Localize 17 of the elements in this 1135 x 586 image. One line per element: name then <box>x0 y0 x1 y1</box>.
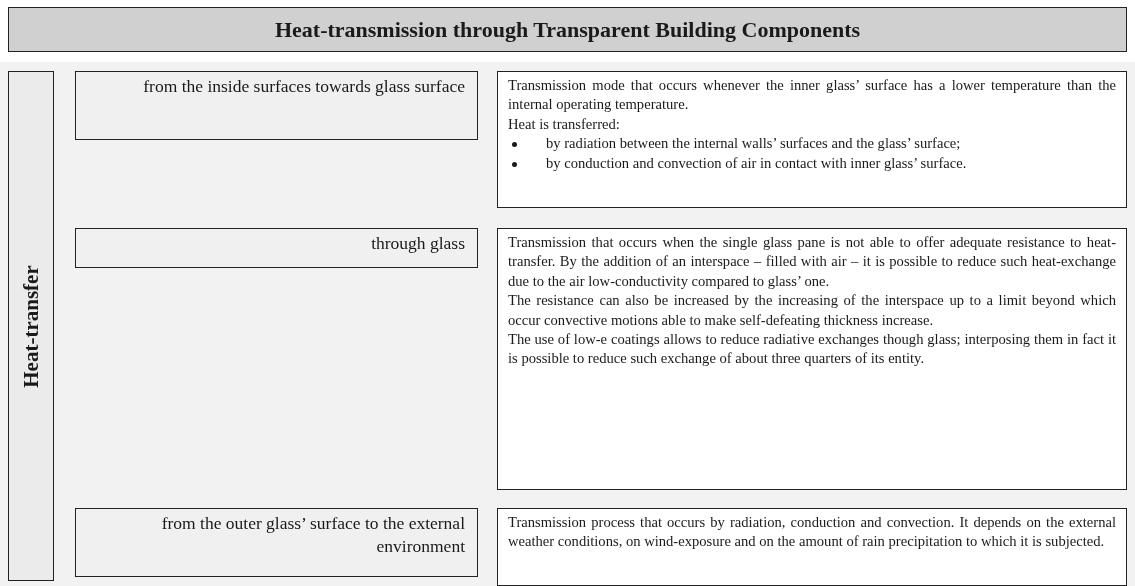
vertical-heading: Heat-transfer <box>18 264 44 388</box>
paragraph: Heat is transferred: <box>508 114 621 134</box>
paragraph: The use of low-e coatings allows to reduce radiative exchanges though glass; interposing them in fact it is possible to reduce such exchange of about three quarters of its entity. <box>508 330 1116 369</box>
paragraph: Transmission process that occurs by radiation, conduction and convection. It depends on the external weather conditions, on wind-exposure and on the amount of rain precipitation to which it is subjected. <box>508 513 1116 552</box>
side-panel <box>8 71 54 581</box>
category-label: through glass <box>75 228 478 268</box>
category-label: from the inside surfaces towards glass surface <box>75 71 478 140</box>
category-label: from the outer glass’ surface to the external environment <box>75 508 478 577</box>
bullet-item: by conduction and convection of air in contact with inner glass’ surface. <box>508 153 1116 174</box>
description-box <box>497 71 1127 208</box>
title-banner: Heat-transmission through Transparent Building Components <box>8 7 1127 52</box>
paragraph: The resistance can also be increased by the increasing of the interspace up to a limit beyond which occur convective motions able to make self-defeating thickness increase. <box>508 291 1116 330</box>
paragraph: Transmission mode that occurs whenever the inner glass’ surface has a lower temperature than the internal operating temperature. <box>508 76 1116 115</box>
description-box <box>497 508 1127 586</box>
description-box <box>497 228 1127 490</box>
paragraph: Transmission that occurs when the single glass pane is not able to offer adequate resistance to heat-transfer. By the addition of an interspace – filled with air – it is possible to reduce such heat-exchange due to the air low-conductivity compared to glass’ one. <box>508 233 1116 291</box>
bullet-item: by radiation between the internal walls’ surfaces and the glass’ surface; <box>508 134 1116 154</box>
